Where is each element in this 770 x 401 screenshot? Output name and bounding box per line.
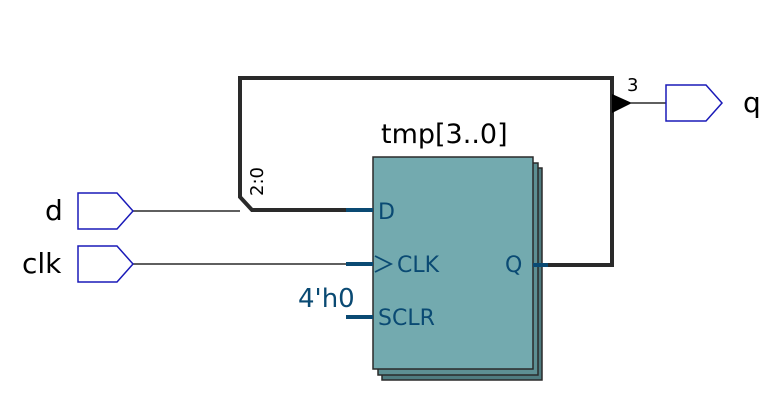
bus-tap-label: 3 [627,75,638,96]
bus-tap-arrow [612,94,632,113]
output-port-label-q: q [743,86,761,119]
register-instance-name: tmp[3..0] [381,119,508,150]
pin-label-q: Q [505,253,522,278]
register-block[interactable] [372,156,534,370]
input-port-clk[interactable] [77,245,135,283]
clock-triangle-icon [374,255,394,273]
output-port-q[interactable] [665,84,724,122]
bus-slice-label: 2:0 [247,167,268,196]
input-port-label-clk: clk [22,247,62,280]
input-port-label-d: d [45,194,63,227]
pin-label-sclr: SCLR [378,306,435,331]
input-port-d[interactable] [77,192,135,230]
sclr-constant-label: 4'h0 [298,284,355,314]
pin-label-d: D [378,200,395,225]
pin-label-clk: CLK [397,253,440,278]
feedback-bus[interactable] [238,76,614,267]
